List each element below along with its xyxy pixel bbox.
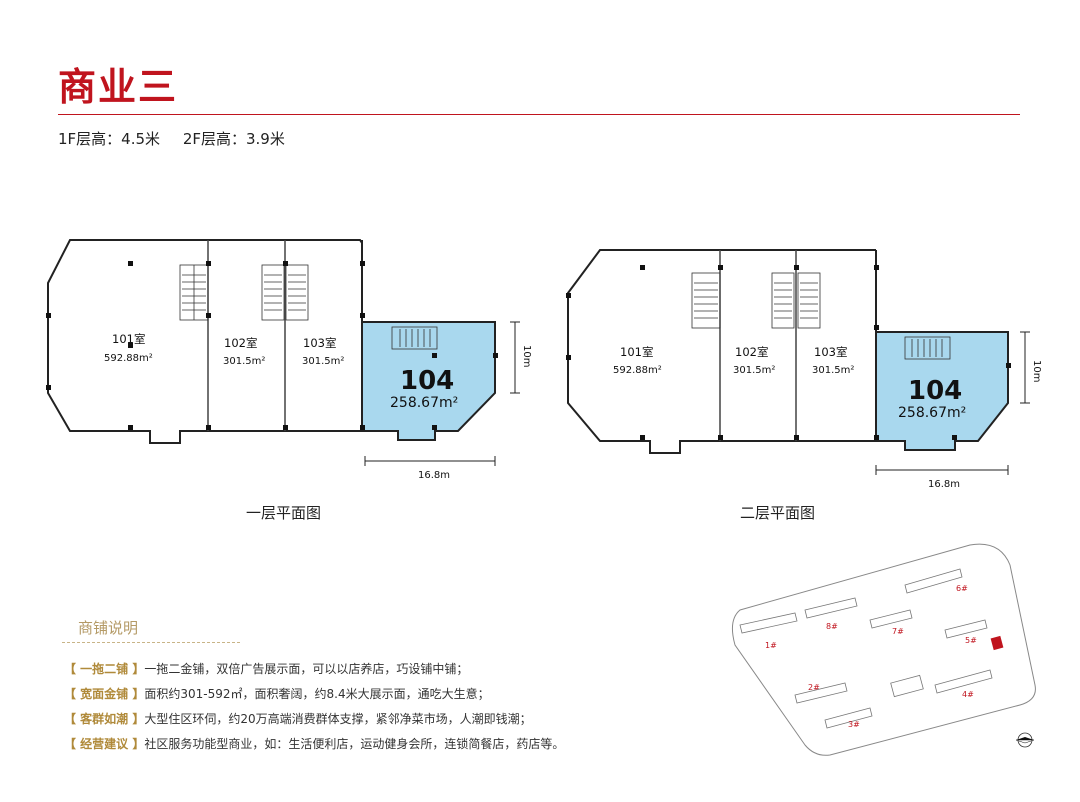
note-text: 一拖二金铺，双倍广告展示面，可以以店养店，巧设铺中铺； [144,662,469,676]
plan-1f-unit-102-label: 102室 [224,336,257,350]
note-key: 【 宽面金铺 】 [64,687,145,701]
notes-list: 【 一拖二铺 】一拖二金铺，双倍广告展示面，可以以店养店，巧设铺中铺； 【 宽面… [64,657,624,757]
site-bldg-2: 2# [808,683,820,692]
plan-1f-width-dim: 16.8m [418,470,450,481]
note-item: 【 一拖二铺 】一拖二金铺，双倍广告展示面，可以以店养店，巧设铺中铺； [64,657,624,682]
floor-plan-2f: 101室 592.88m² 102室 301.5m² 103室 301.5m² … [566,249,1042,490]
site-plan: 1# 2# 3# 4# 5# 6# 7# 8# [731,543,1036,756]
plan-2f-stairs [691,272,951,360]
note-key: 【 经营建议 】 [64,737,145,751]
plan-2f-outer-wall [567,249,876,454]
note-text: 面积约301-592㎡，面积奢阔，约8.4米大展示面，通吃大生意； [144,687,490,701]
note-text: 大型住区环伺，约20万高端消费群体支撑，紧邻净菜市场，人潮即钱潮； [144,712,532,726]
floor-heights: 1F层高：4.5米 2F层高：3.9米 [58,128,303,149]
plan-1f-columns [46,261,498,430]
plan-1f-unit-104-area: 258.67m² [390,395,458,411]
plan-2f-unit-103-label: 103室 [814,345,847,359]
plan-2f-unit-102-label: 102室 [735,345,768,359]
note-item: 【 宽面金铺 】面积约301-592㎡，面积奢阔，约8.4米大展示面，通吃大生意… [64,682,624,707]
plan-2f-unit-102-area: 301.5m² [733,365,775,376]
plan-1f-stairs [179,264,438,350]
plan-2f-dimensions [875,331,1030,475]
north-arrow-icon [1015,732,1035,748]
note-key: 【 客群如潮 】 [64,712,145,726]
site-bldg-6: 6# [956,584,968,593]
floor-plan-1f: 101室 592.88m² 102室 301.5m² 103室 301.5m² … [46,239,532,481]
plan-2f-width-dim: 16.8m [928,479,960,490]
notes-divider [62,642,240,643]
plan-1f-unit-102-area: 301.5m² [223,356,265,367]
site-bldg-5: 5# [965,636,977,645]
site-bldg-4: 4# [962,690,974,699]
plan-2f-depth-dim: 10m [1031,360,1042,382]
plan-2f-unit-104-label: 104 [908,376,962,406]
note-item: 【 经营建议 】社区服务功能型商业，如：生活便利店，运动健身会所，连锁简餐店，药… [64,732,624,757]
floor-height-1f: 1F层高：4.5米 [58,130,161,148]
site-buildings [739,568,993,729]
plan-1f-unit-101-label: 101室 [112,332,145,346]
site-bldg-8: 8# [826,622,838,631]
plan-2f-unit-101-area: 592.88m² [613,365,662,376]
page-title: 商业三 [58,65,179,109]
notes-title: 商铺说明 [78,619,139,637]
plan-1f-dimensions [364,321,520,466]
plan-1f-depth-dim: 10m [521,345,532,367]
note-item: 【 客群如潮 】大型住区环伺，约20万高端消费群体支撑，紧邻净菜市场，人潮即钱潮… [64,707,624,732]
plan-1f-unit-101-area: 592.88m² [104,353,153,364]
site-target-building [990,635,1004,651]
plan-2f-unit-104-area: 258.67m² [898,405,966,421]
plan-2f-unit-103-area: 301.5m² [812,365,854,376]
site-boundary [731,543,1036,756]
site-bldg-3: 3# [848,720,860,729]
plan-1f-unit-103-label: 103室 [303,336,336,350]
site-bldg-7: 7# [892,627,904,636]
plan-2f-unit-101-label: 101室 [620,345,653,359]
note-key: 【 一拖二铺 】 [64,662,145,676]
title-divider [58,114,1020,115]
plan-1f-caption: 一层平面图 [246,504,322,522]
plan-1f-unit-103-area: 301.5m² [302,356,344,367]
site-bldg-1: 1# [765,641,777,650]
plan-2f-columns [566,265,1011,440]
floor-height-2f: 2F层高：3.9米 [182,130,285,148]
note-text: 社区服务功能型商业，如：生活便利店，运动健身会所，连锁简餐店，药店等。 [144,737,565,751]
plan-2f-caption: 二层平面图 [740,504,816,522]
plan-1f-unit-104-label: 104 [400,366,454,396]
plan-1f-outer-wall [47,239,363,444]
